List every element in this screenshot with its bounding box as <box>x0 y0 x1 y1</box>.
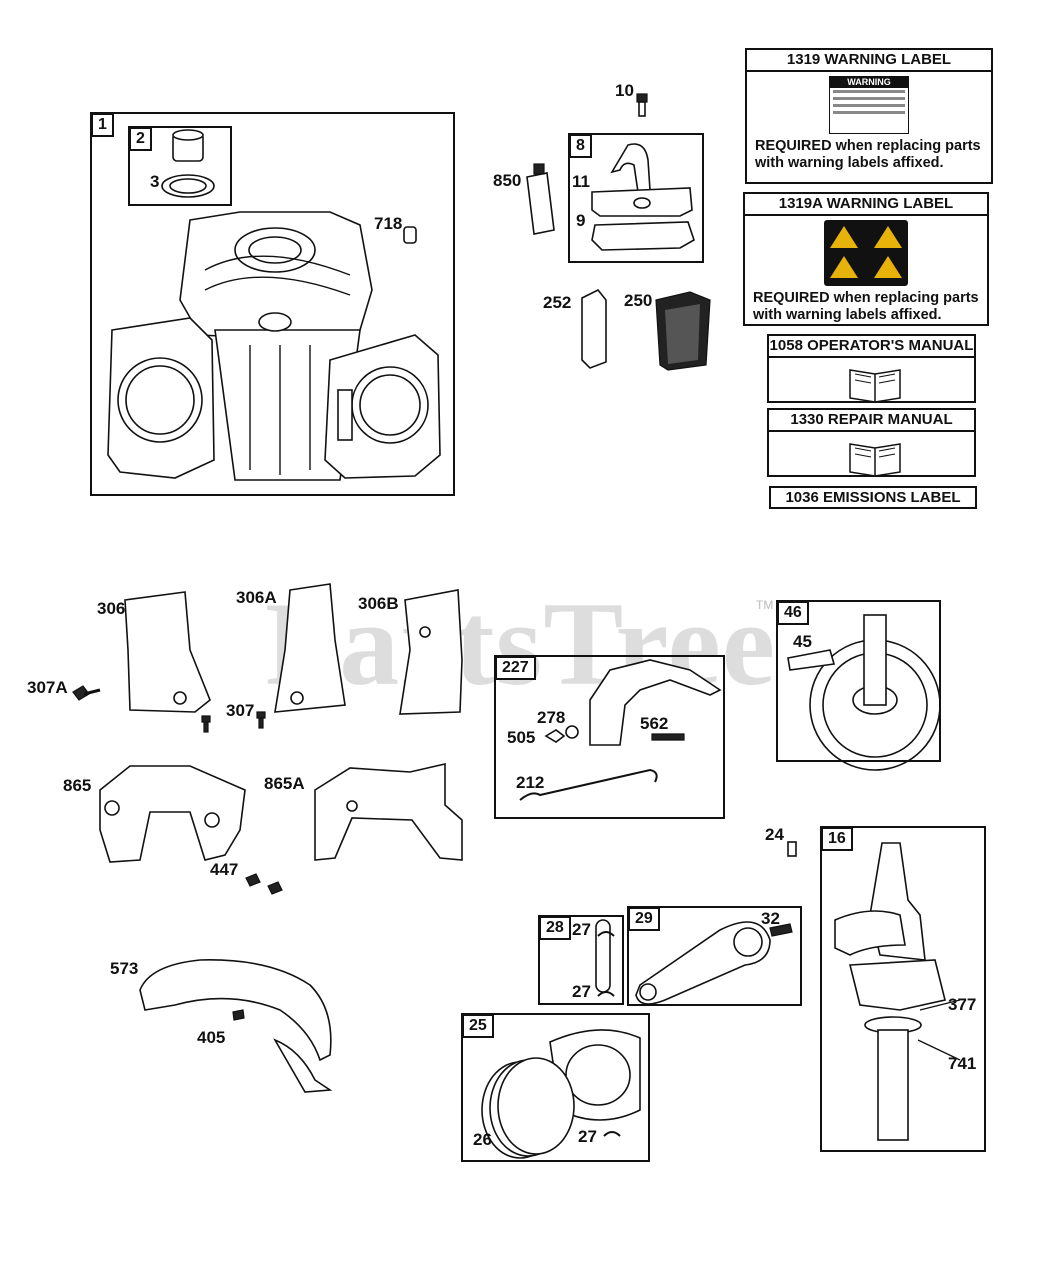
shroud-306B-drawing <box>399 589 463 715</box>
baffle-865A-drawing <box>314 762 463 861</box>
box-tag-8: 8 <box>569 134 592 158</box>
label-252: 252 <box>543 293 572 312</box>
label-307A: 307A <box>27 678 68 697</box>
book-icon <box>849 443 901 477</box>
repair-manual-box: 1330 REPAIR MANUAL <box>767 408 976 477</box>
operators-manual-title: 1058 OPERATOR'S MANUAL <box>769 336 974 358</box>
box-tag-2: 2 <box>129 127 152 151</box>
repair-manual-title: 1330 REPAIR MANUAL <box>769 410 974 432</box>
label-306: 306 <box>97 599 126 618</box>
label-32: 32 <box>761 909 780 928</box>
bracket-227-drawing <box>589 659 722 746</box>
part-252-drawing <box>581 288 607 369</box>
label-505: 505 <box>507 728 536 747</box>
operators-manual-box: 1058 OPERATOR'S MANUAL <box>767 334 976 403</box>
label-865A: 865A <box>264 774 305 793</box>
box-tag-25: 25 <box>462 1014 494 1038</box>
label-306A: 306A <box>236 588 277 607</box>
label-377: 377 <box>948 995 977 1014</box>
camshaft-drawing <box>863 614 887 706</box>
label-718: 718 <box>374 214 403 233</box>
label-26: 26 <box>473 1130 492 1149</box>
label-212: 212 <box>516 773 545 792</box>
group-box-2: 2 <box>128 126 232 206</box>
label-447: 447 <box>210 860 239 879</box>
group-box-8: 8 <box>568 133 704 263</box>
label-45: 45 <box>793 632 812 651</box>
warning-label-1319A-box: 1319A WARNING LABEL REQUIRED when replac… <box>743 192 989 326</box>
warning-label-1319A-title: 1319A WARNING LABEL <box>745 194 987 216</box>
warning-label-1319-note: REQUIRED when replacing parts with warni… <box>755 138 981 171</box>
label-250: 250 <box>624 291 653 310</box>
warning-label-1319-title: 1319 WARNING LABEL <box>747 50 991 72</box>
warning-label-1319-box: 1319 WARNING LABEL WARNING REQUIRED when… <box>745 48 993 184</box>
watermark-tm: TM <box>756 598 774 612</box>
group-box-29: 29 <box>627 906 802 1006</box>
box-tag-29: 29 <box>628 907 660 931</box>
label-306B: 306B <box>358 594 399 613</box>
screw-405-drawing <box>232 1009 245 1021</box>
label-27-top: 27 <box>572 920 591 939</box>
emissions-label-title: 1036 EMISSIONS LABEL <box>785 489 961 506</box>
block-body <box>214 329 361 481</box>
label-865: 865 <box>63 776 92 795</box>
label-27-bottom: 27 <box>572 982 591 1001</box>
group-box-25: 25 <box>461 1013 650 1162</box>
warning-label-1319A-note: REQUIRED when replacing parts with warni… <box>753 290 979 323</box>
label-562: 562 <box>640 714 669 733</box>
shroud-306-drawing <box>124 591 211 713</box>
label-9: 9 <box>576 211 586 230</box>
label-741: 741 <box>948 1054 977 1073</box>
sealant-tube-part <box>526 172 555 235</box>
book-icon <box>849 369 901 403</box>
emissions-label-box: 1036 EMISSIONS LABEL <box>769 486 977 509</box>
box-tag-46: 46 <box>777 601 809 625</box>
box-tag-227: 227 <box>495 656 536 680</box>
group-box-227: 227 <box>494 655 725 819</box>
box-tag-16: 16 <box>821 827 853 851</box>
shroud-306A-drawing <box>274 583 346 713</box>
breather-tube-part <box>610 143 651 193</box>
warning-sticker: WARNING <box>829 76 909 134</box>
box-tag-28: 28 <box>539 916 571 940</box>
plug-718-part <box>403 226 417 244</box>
hazard-sticker <box>824 220 908 286</box>
baffle-865-drawing <box>99 765 246 863</box>
label-307: 307 <box>226 701 255 720</box>
box-tag-1: 1 <box>91 113 114 137</box>
plate-573-drawing <box>139 959 332 1062</box>
crankshaft-lower-drawing <box>877 1029 909 1141</box>
part-45-drawing <box>787 649 836 671</box>
group-box-46: 46 <box>776 600 941 762</box>
group-box-1: 1 <box>90 112 455 496</box>
label-11: 11 <box>572 172 590 191</box>
breather-gasket-part <box>591 221 695 251</box>
group-box-28: 28 <box>538 915 624 1005</box>
pin-24-drawing <box>787 841 797 857</box>
label-10: 10 <box>615 81 634 100</box>
bushing-top <box>172 129 204 141</box>
label-27-piston: 27 <box>578 1127 597 1146</box>
label-3: 3 <box>150 172 160 191</box>
label-405: 405 <box>197 1028 226 1047</box>
hazard-icons <box>830 226 902 278</box>
warning-sticker-title: WARNING <box>830 77 908 88</box>
label-850: 850 <box>493 171 522 190</box>
label-24: 24 <box>765 825 784 844</box>
label-573: 573 <box>110 959 139 978</box>
group-box-16: 16 <box>820 826 986 1152</box>
label-278: 278 <box>537 708 566 727</box>
